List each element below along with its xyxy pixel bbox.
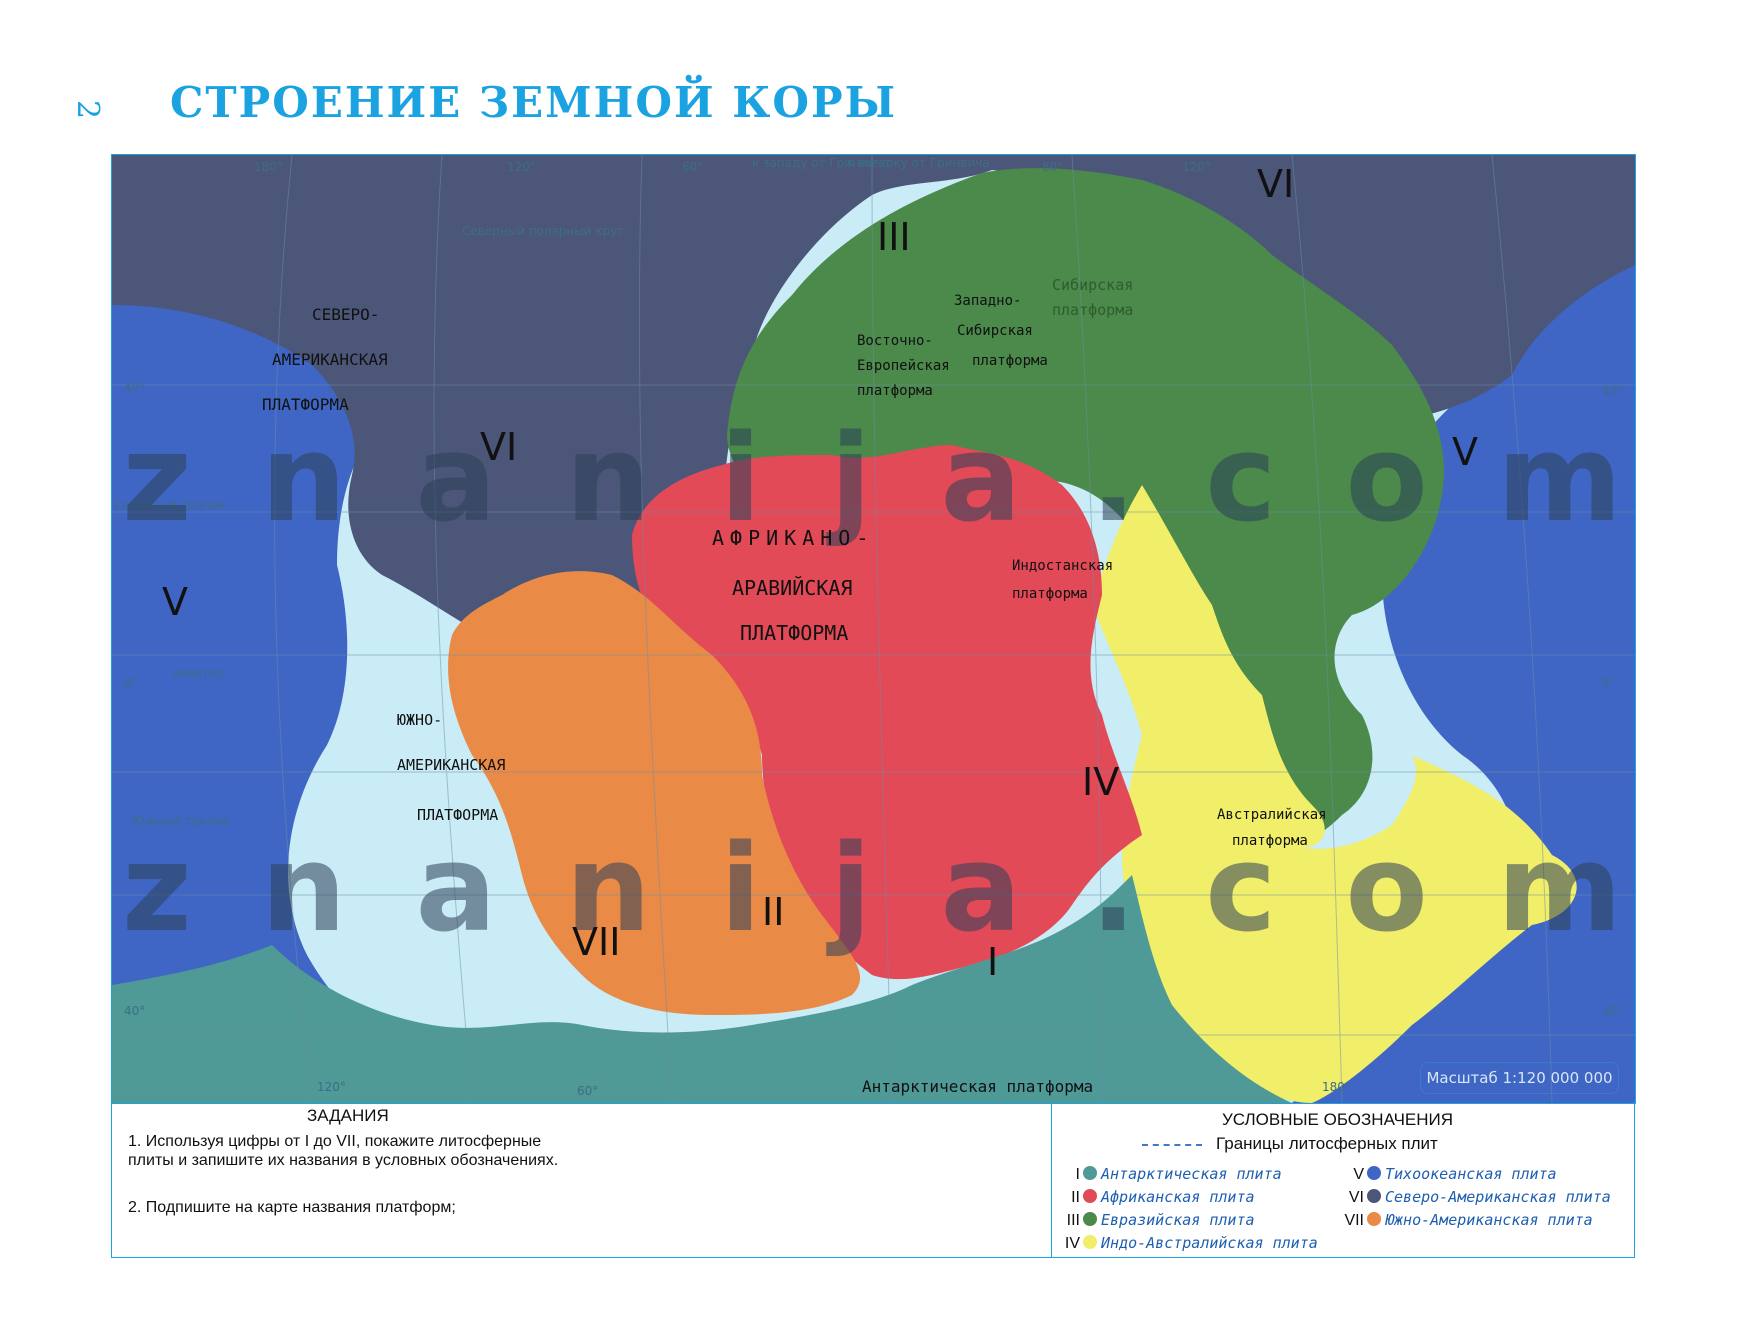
legend-item-indo-australian: IV Индо-Австралийская плита	[1058, 1234, 1318, 1253]
legend-num: VII	[1344, 1212, 1364, 1229]
legend-label: Африканская плита	[1101, 1188, 1255, 1206]
legend-label: Антарктическая плита	[1101, 1165, 1282, 1183]
australian-platform-line-1: Австралийская	[1217, 807, 1327, 823]
map-canvas: 180° 120° 60° к западу от Гринвича к вос…	[112, 155, 1635, 1103]
plate-number-ii: II	[762, 890, 784, 934]
plate-number-vi-left: VI	[480, 425, 517, 469]
grid-label-0-left: 0°	[124, 676, 138, 690]
north-american-platform-line-1: СЕВЕРО-	[312, 305, 379, 324]
page-number: 2	[70, 99, 106, 120]
pacific-plate-left	[112, 295, 472, 1103]
african-arabian-platform-line-3: ПЛАТФОРМА	[740, 621, 848, 645]
task-2: 2. Подпишите на карте названия платформ;	[128, 1199, 456, 1216]
antarctic-plate	[112, 875, 1292, 1103]
plate-number-iii: III	[877, 215, 911, 259]
legend-label: Тихоокеанская плита	[1385, 1165, 1557, 1183]
south-american-platform-line-2: АМЕРИКАНСКАЯ	[397, 756, 505, 774]
grid-label-60-left: 60°	[682, 160, 703, 174]
legend-boundary-label: Границы литосферных плит	[1216, 1134, 1438, 1153]
plate-number-iv: IV	[1082, 760, 1119, 804]
african-arabian-platform-line-2: АРАВИЙСКАЯ	[732, 576, 852, 600]
plate-number-v-left: V	[162, 580, 188, 624]
south-american-platform-line-3: ПЛАТФОРМА	[417, 806, 498, 824]
grid-label-0-right: 0°	[1602, 676, 1616, 690]
grid-label-40n-right: 40°	[1602, 384, 1623, 398]
east-european-platform-line-1: Восточно-	[857, 333, 933, 349]
tasks-panel: ЗАДАНИЯ 1. Используя цифры от I до VII, …	[111, 1102, 1052, 1258]
legend-item-antarctic: I Антарктическая плита	[1058, 1165, 1282, 1184]
map-scale: Масштаб 1:120 000 000	[1420, 1062, 1619, 1094]
color-dot-icon	[1083, 1212, 1097, 1226]
west-siberian-platform-line-2: Сибирская	[957, 323, 1033, 339]
legend-num: I	[1075, 1166, 1080, 1183]
task-1: 1. Используя цифры от I до VII, покажите…	[128, 1133, 559, 1169]
african-plate	[632, 445, 1142, 980]
antarctic-platform-label: Антарктическая платформа	[862, 1077, 1093, 1096]
plate-number-v-right: V	[1452, 430, 1478, 474]
tectonic-plates-map: 180° 120° 60° к западу от Гринвича к вос…	[111, 154, 1636, 1104]
color-dot-icon	[1367, 1189, 1381, 1203]
legend-item-eurasian: III Евразийская плита	[1058, 1211, 1255, 1230]
arctic-circle-label: Северный полярный круг	[462, 224, 624, 238]
plate-number-vi-top: VI	[1257, 162, 1294, 206]
indo-australian-plate	[1092, 485, 1577, 1103]
legend-num: III	[1066, 1212, 1080, 1229]
tasks-title: ЗАДАНИЯ	[307, 1106, 389, 1125]
plate-number-i: I	[987, 940, 998, 984]
page-title: СТРОЕНИЕ ЗЕМНОЙ КОРЫ	[170, 78, 898, 127]
siberian-platform-line-2: платформа	[1052, 301, 1133, 319]
color-dot-icon	[1083, 1166, 1097, 1180]
dashed-line-icon	[1142, 1143, 1202, 1146]
west-siberian-platform-line-1: Западно-	[954, 293, 1021, 309]
grid-label-40s-right: 40°	[1602, 1004, 1623, 1018]
grid-label-180-left: 180°	[254, 160, 283, 174]
legend-label: Северо-Американская плита	[1385, 1188, 1611, 1206]
color-dot-icon	[1083, 1235, 1097, 1249]
north-american-platform-line-3: ПЛАТФОРМА	[262, 395, 349, 414]
legend-panel: УСЛОВНЫЕ ОБОЗНАЧЕНИЯ Границы литосферных…	[1051, 1102, 1635, 1258]
legend-num: II	[1071, 1189, 1080, 1206]
color-dot-icon	[1367, 1166, 1381, 1180]
legend-item-south-american: VII Южно-Американская плита	[1342, 1211, 1593, 1230]
indostan-platform-line-2: платформа	[1012, 586, 1088, 602]
grid-label-40n-left: 40°	[124, 381, 145, 395]
legend-label: Индо-Австралийская плита	[1101, 1234, 1318, 1252]
legend-num: V	[1353, 1166, 1364, 1183]
grid-label-180-bottom: 180°	[1322, 1080, 1351, 1094]
south-american-platform-line-1: ЮЖНО-	[397, 711, 442, 729]
australian-platform-line-2: платформа	[1232, 833, 1308, 849]
indostan-platform-line-1: Индостанская	[1012, 558, 1113, 574]
legend-item-north-american: VI Северо-Американская плита	[1342, 1188, 1611, 1207]
eurasian-plate	[727, 168, 1444, 849]
equator-label: Экватор	[172, 666, 224, 680]
african-arabian-platform-line-1: АФРИКАНО-	[712, 526, 874, 550]
west-of-greenwich-label: к западу от Гринвича	[752, 156, 889, 170]
east-european-platform-line-2: Европейская	[857, 358, 950, 374]
grid-label-40s-left: 40°	[124, 1004, 145, 1018]
tropic-south-label: Южный тропик	[132, 814, 230, 828]
color-dot-icon	[1083, 1189, 1097, 1203]
plate-number-vii: VII	[572, 920, 620, 964]
graticule	[112, 155, 1635, 1103]
legend-boundary-item: Границы литосферных плит	[1142, 1134, 1438, 1154]
legend-label: Евразийская плита	[1101, 1211, 1255, 1229]
legend-item-pacific: V Тихоокеанская плита	[1342, 1165, 1557, 1184]
legend-num: IV	[1064, 1235, 1080, 1252]
grid-label-80: 80°	[1042, 160, 1063, 174]
west-siberian-platform-line-3: платформа	[972, 353, 1048, 369]
legend-title: УСЛОВНЫЕ ОБОЗНАЧЕНИЯ	[1222, 1110, 1454, 1129]
siberian-platform-line-1: Сибирская	[1052, 276, 1133, 294]
east-of-greenwich-label: к востоку от Гринвича	[847, 156, 990, 170]
grid-label-120-left: 120°	[507, 160, 536, 174]
north-american-platform-line-2: АМЕРИКАНСКАЯ	[272, 350, 388, 369]
legend-label: Южно-Американская плита	[1385, 1211, 1593, 1229]
tropic-north-label: Северный тропик	[114, 498, 226, 512]
legend-item-african: II Африканская плита	[1058, 1188, 1255, 1207]
east-european-platform-line-3: платформа	[857, 383, 933, 399]
color-dot-icon	[1367, 1212, 1381, 1226]
grid-label-120-bottom: 120°	[317, 1080, 346, 1094]
grid-label-60-bottom: 60°	[577, 1084, 598, 1098]
legend-num: VI	[1348, 1189, 1364, 1206]
grid-label-120-right: 120°	[1182, 160, 1211, 174]
